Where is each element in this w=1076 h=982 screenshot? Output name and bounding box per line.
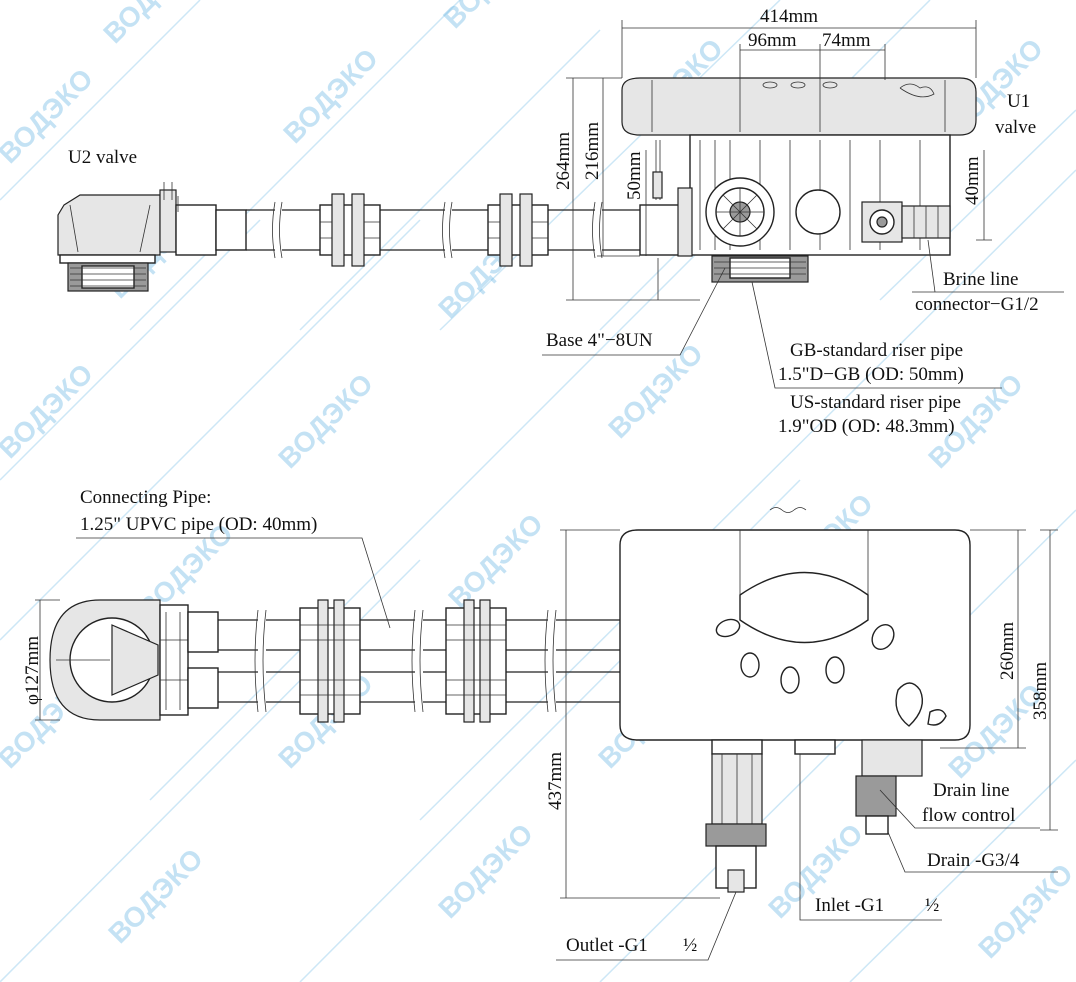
bottom-coupling-1: [299, 599, 361, 723]
dim-40: 40mm: [962, 156, 983, 205]
outlet-half: ½: [683, 935, 697, 956]
dim-96: 96mm: [748, 30, 797, 51]
bottom-connecting-pipes: [218, 609, 620, 713]
top-coupling-1: [319, 193, 381, 267]
u1-label-line1: U1: [1007, 91, 1030, 112]
bottom-labels: Connecting Pipe: 1.25" UPVC pipe (OD: 40…: [76, 487, 1058, 961]
dim-50: 50mm: [624, 151, 645, 200]
drain-flow-line2: flow control: [922, 805, 1015, 826]
watermark: ВОДЭКО: [97, 0, 204, 49]
dim-358: 358mm: [1030, 662, 1051, 720]
dim-260: 260mm: [997, 622, 1018, 680]
inlet-half: ½: [925, 895, 939, 916]
inlet-label: Inlet -G1: [815, 895, 884, 916]
watermark: ВОДЭКО: [102, 843, 209, 950]
bottom-coupling-2: [445, 599, 507, 723]
watermark: ВОДЭКО: [442, 508, 549, 615]
dim-216: 216mm: [582, 122, 603, 180]
top-coupling-2: [487, 193, 549, 267]
watermark: ВОДЭКО: [0, 358, 99, 465]
brine-connector-label: connector−G1/2: [915, 294, 1039, 315]
us-riser-line1: US-standard riser pipe: [790, 392, 961, 413]
brine-line-label: Brine line: [943, 269, 1018, 290]
outlet-label: Outlet -G1: [566, 935, 648, 956]
u2-valve-side: [57, 182, 247, 292]
top-dimensions: 414mm 96mm 74mm 264mm 216mm 50mm 40mm: [553, 6, 992, 301]
u1-valve-side: [621, 77, 977, 300]
bottom-dimensions: φ127mm 260mm 358mm 437mm: [22, 529, 1058, 899]
bottom-u2-valve: [49, 599, 219, 721]
us-riser-line2: 1.9"OD (OD: 48.3mm): [778, 416, 955, 437]
drain-label: Drain -G3/4: [927, 850, 1020, 871]
bottom-u1-valve: [619, 507, 971, 893]
dim-437: 437mm: [545, 752, 566, 810]
u2-label: U2 valve: [68, 147, 137, 168]
watermark: ВОДЭКО: [602, 338, 709, 445]
base-label: Base 4"−8UN: [546, 330, 653, 351]
top-connecting-pipe: [246, 201, 640, 259]
gb-riser-line1: GB-standard riser pipe: [790, 340, 963, 361]
dim-414: 414mm: [760, 6, 818, 27]
dim-74: 74mm: [822, 30, 871, 51]
gb-riser-line2: 1.5"D−GB (OD: 50mm): [778, 364, 964, 385]
top-labels: U1 valve U2 valve Brine line connector−G…: [68, 91, 1064, 437]
dim-264: 264mm: [553, 132, 574, 190]
u1-label-line2: valve: [995, 117, 1036, 138]
dim-127: φ127mm: [22, 636, 43, 705]
connecting-pipe-line2: 1.25" UPVC pipe (OD: 40mm): [80, 514, 317, 535]
watermark: ВОДЭКО: [277, 43, 384, 150]
watermark: ВОДЭКО: [272, 368, 379, 475]
drain-flow-line1: Drain line: [933, 780, 1010, 801]
connecting-pipe-line1: Connecting Pipe:: [80, 487, 211, 508]
watermark: ВОДЭКО: [437, 0, 544, 34]
watermark: ВОДЭКО: [972, 858, 1076, 965]
